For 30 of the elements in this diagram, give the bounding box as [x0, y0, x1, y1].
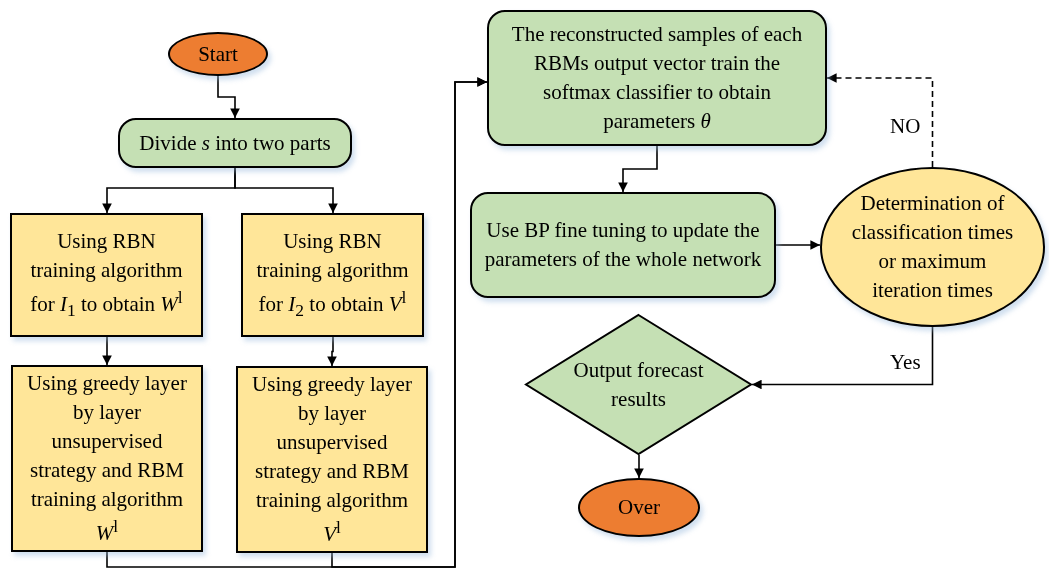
arrow — [234, 167, 338, 214]
node-text: Divide s into two parts — [139, 129, 331, 157]
node-text: Using RBN training algorithm for I$_{1}$ to obtain W$^{l}$ — [29, 228, 184, 323]
arrow — [331, 77, 488, 568]
arrow — [217, 75, 240, 119]
node-text: Over — [618, 494, 660, 521]
arrow — [618, 145, 658, 193]
node-text: Using greedy layer by layer unsupervised strategy and RBM training algorithm V$^{l}$ — [252, 371, 412, 548]
node-text: Using greedy layer by layer unsupervised strategy and RBM training algorithm W$^{l}$ — [27, 370, 187, 547]
process-box — [118, 118, 352, 168]
arrow — [102, 336, 112, 366]
decision-diamond — [525, 314, 752, 455]
node-text: Start — [198, 40, 238, 68]
arrow — [826, 73, 934, 168]
process-box — [11, 365, 203, 552]
node-text: Output forecast results — [572, 356, 705, 413]
process-box — [470, 192, 776, 298]
node-text: Determination of classification times or maximum iteration times — [850, 190, 1015, 304]
process-box — [487, 10, 827, 146]
process-box — [236, 366, 428, 553]
arrow — [751, 326, 934, 390]
node-text: Using RBN training algorithm for I$_{2}$ to obtain V$^{l}$ — [255, 228, 410, 323]
process-box — [10, 213, 203, 337]
arrow — [634, 454, 644, 479]
node-text: The reconstructed samples of each RBMs output vector train the softmax classifier to obtain parameters θ — [510, 21, 804, 135]
arrow — [775, 240, 821, 250]
terminal-ellipse — [168, 32, 268, 76]
arrow — [327, 336, 337, 367]
process-box — [241, 213, 424, 337]
node-text: Use BP fine tuning to update the parameters of the whole network — [483, 217, 763, 273]
